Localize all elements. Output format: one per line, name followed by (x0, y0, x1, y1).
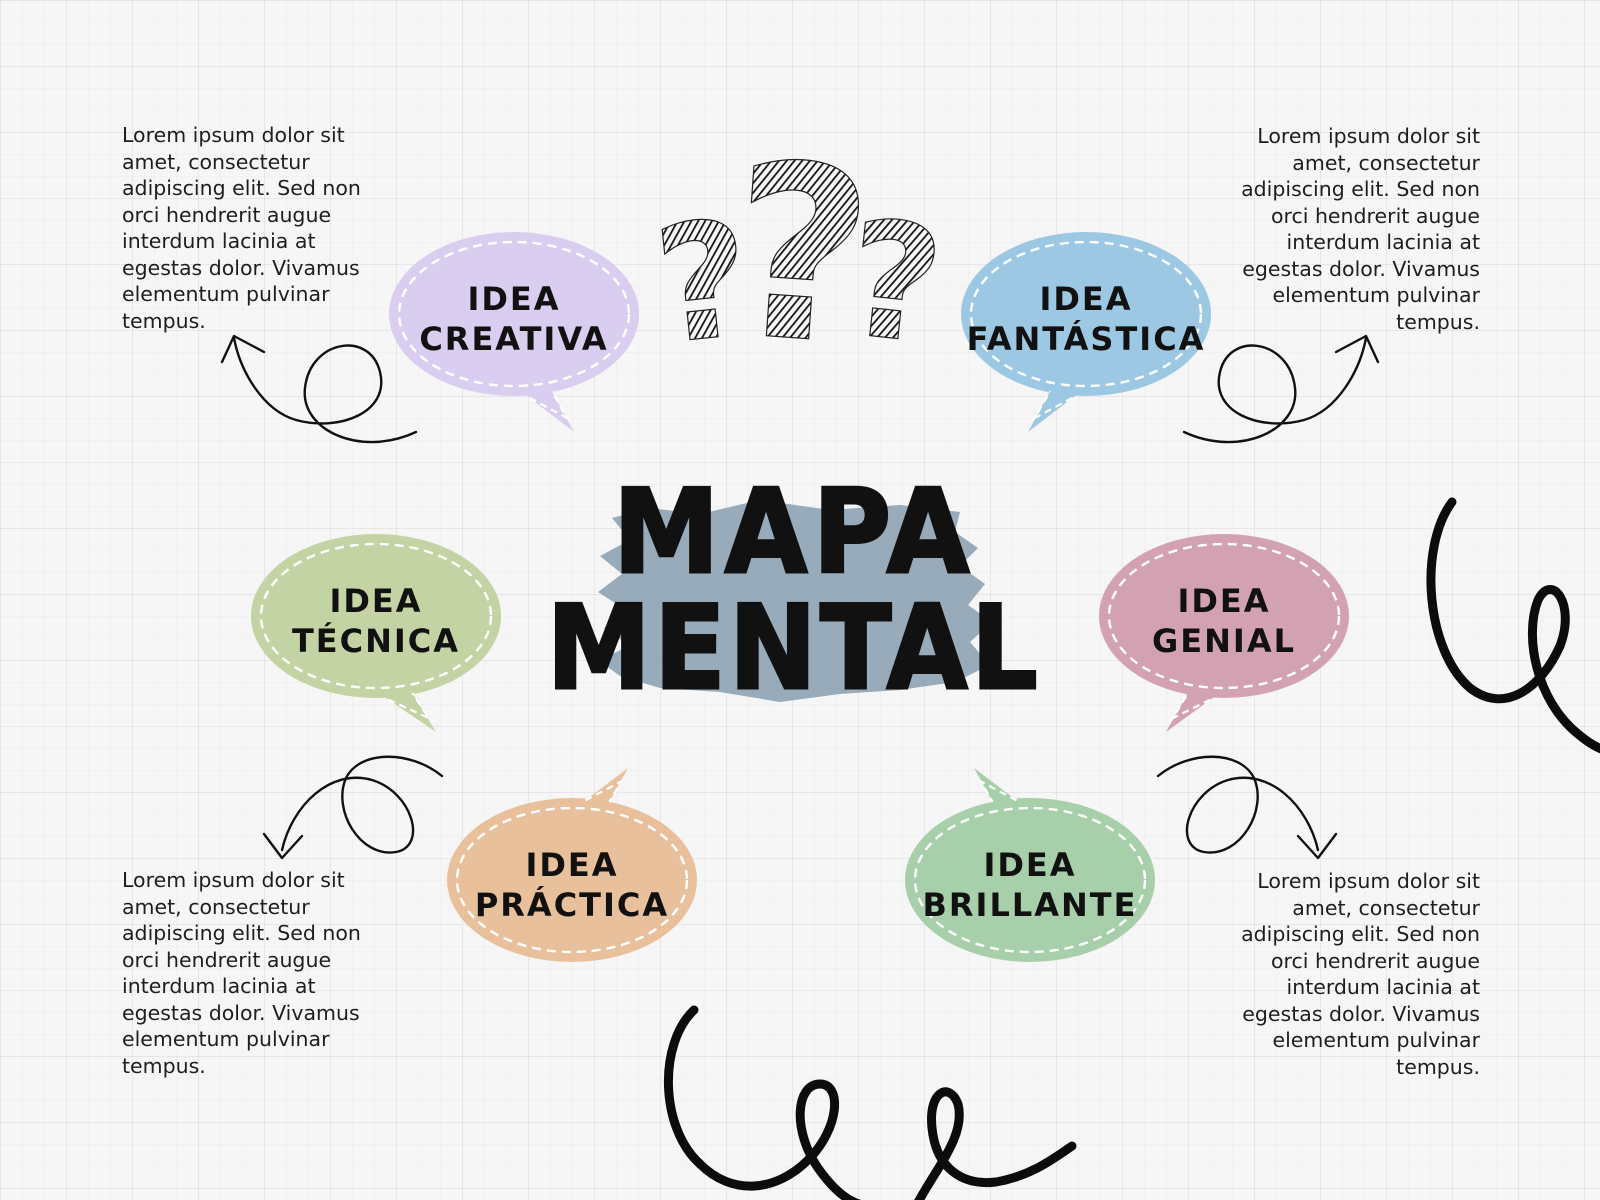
bubble-label-line1: IDEA (1039, 280, 1132, 318)
description-top-right: Lorem ipsum dolor sit amet, consectetur … (1241, 124, 1480, 334)
curly-arrows (220, 334, 1380, 860)
bubble-tail-stitch (529, 390, 570, 421)
bubble-tail-stitch (1032, 390, 1073, 421)
title-line-1: MAPA (613, 466, 975, 600)
svg-text:?: ? (647, 185, 759, 381)
bubble-tail-stitch (977, 778, 1018, 803)
title-line-2: MENTAL (547, 582, 1042, 717)
bubble-tail (522, 384, 574, 432)
squiggle-bottom-icon (664, 1005, 1077, 1200)
bubble-shape (251, 534, 501, 698)
bubble-label-line2: CREATIVA (419, 320, 608, 358)
description-bottom-right: Lorem ipsum dolor sit amet, consectetur … (1241, 869, 1480, 1079)
bubble-tail (380, 686, 436, 732)
bubble-stitch (259, 542, 493, 690)
bubble-shape (447, 798, 697, 962)
bubble-tail-stitch (1170, 692, 1211, 721)
bubble-label-line2: GENIAL (1152, 622, 1296, 660)
arrow-bottom-left-icon (262, 755, 444, 860)
bubble-shape (1099, 534, 1349, 698)
arrow-bottom-right-icon (1156, 755, 1338, 860)
brush-stroke (598, 500, 992, 702)
bubble-shape (905, 798, 1155, 962)
svg-text:?: ? (839, 185, 951, 381)
bubble-tail (1028, 384, 1080, 432)
bubble-shape (961, 232, 1211, 396)
bubble-stitch (397, 240, 631, 388)
bubble-tail-stitch (387, 692, 432, 721)
bubble-shape (389, 232, 639, 396)
bubble-stitch (1107, 542, 1341, 690)
bubble-label-line1: IDEA (329, 582, 422, 620)
squiggle-decorations (664, 497, 1600, 1200)
arrow-top-right-icon (1182, 334, 1380, 444)
description-bottom-left: Lorem ipsum dolor sit amet, consectetur … (122, 868, 361, 1078)
arrow-top-left-icon (220, 334, 418, 444)
question-marks-icon: ? ? ? (647, 110, 951, 400)
bubble-stitch (913, 806, 1147, 954)
bubble-label-line2: BRILLANTE (923, 886, 1138, 924)
squiggle-right-icon (1426, 497, 1600, 754)
description-top-left: Lorem ipsum dolor sit amet, consectetur … (122, 123, 361, 333)
bubble-stitch (455, 806, 689, 954)
bubble-label-line1: IDEA (467, 280, 560, 318)
bubble-label-line1: IDEA (1177, 582, 1270, 620)
bubble-label-line2: PRÁCTICA (475, 886, 669, 924)
bubble-label-line1: IDEA (983, 846, 1076, 884)
bubble-tail-stitch (584, 778, 625, 803)
bubble-stitch (969, 240, 1203, 388)
bubble-label-line2: TÉCNICA (292, 622, 460, 660)
bubble-label-line2: FANTÁSTICA (967, 320, 1206, 358)
bubble-tail (1166, 686, 1218, 732)
title-block: MAPA MENTAL (545, 464, 1042, 717)
svg-text:?: ? (722, 110, 880, 399)
bubble-label-line1: IDEA (525, 846, 618, 884)
